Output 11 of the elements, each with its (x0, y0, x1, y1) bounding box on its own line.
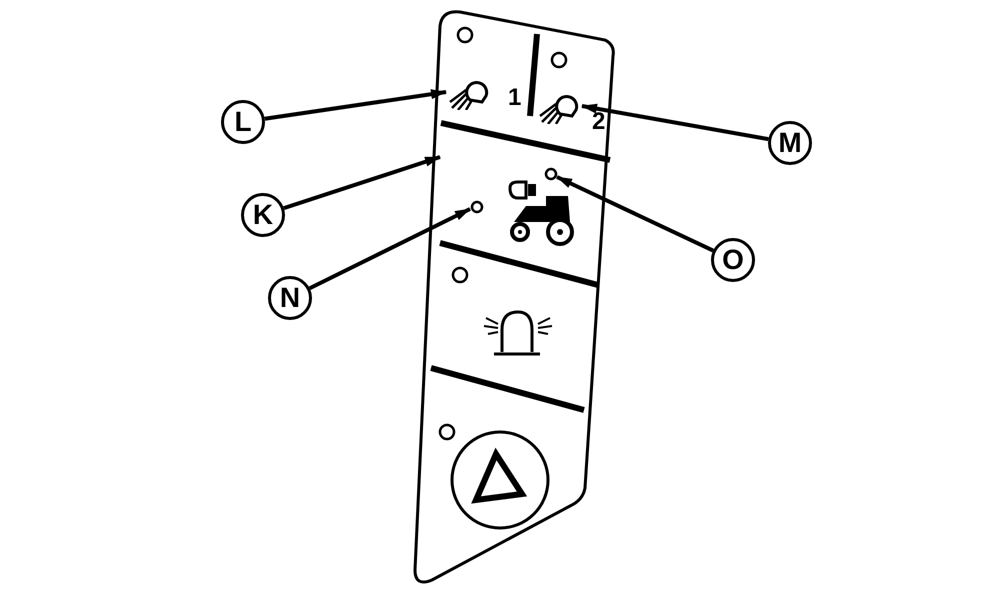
leader-arrow (581, 104, 769, 142)
callout-letter: M (768, 121, 812, 165)
callout-letter: O (711, 238, 755, 282)
callout-letter: L (221, 100, 265, 144)
switch-number: 2 (592, 110, 606, 134)
callout-letter: K (241, 193, 285, 237)
callout-letter: N (268, 276, 312, 320)
switch-number: 1 (508, 86, 522, 110)
leader-arrow (308, 207, 471, 290)
leader-arrow (283, 155, 441, 210)
leader-arrow (264, 89, 447, 121)
